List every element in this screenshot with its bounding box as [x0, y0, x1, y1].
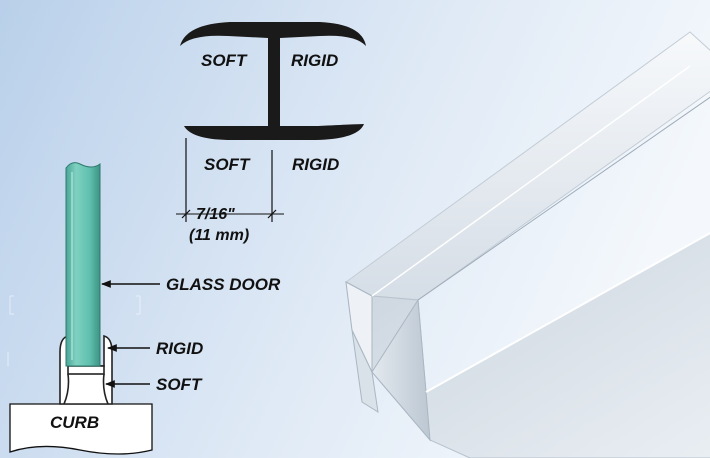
- profile-top-right-label: RIGID: [291, 51, 338, 70]
- seal-extrusion: [345, 31, 710, 458]
- soft-label: SOFT: [156, 375, 203, 394]
- h-profile-cross-section-icon: [180, 22, 366, 140]
- rigid-label: RIGID: [156, 339, 203, 358]
- glass-door-label: GLASS DOOR: [166, 275, 281, 294]
- curb: [9, 403, 153, 455]
- curb-label: CURB: [50, 413, 99, 432]
- dimension-metric: (11 mm): [189, 227, 249, 244]
- extrusion-end-cap: [345, 281, 373, 373]
- dimension-lines: [176, 138, 284, 222]
- profile-bottom-flange: [184, 124, 364, 140]
- profile-web: [268, 38, 280, 128]
- glass-door-panel: [65, 162, 101, 367]
- glass-panel-icon: [65, 162, 101, 367]
- profile-top-flange: [180, 22, 366, 46]
- profile-bottom-right-label: RIGID: [292, 155, 339, 174]
- profile-bottom-left-label: SOFT: [204, 155, 251, 174]
- dimension-imperial: 7/16": [196, 206, 235, 223]
- profile-top-left-label: SOFT: [201, 51, 248, 70]
- curb-block: [9, 403, 153, 455]
